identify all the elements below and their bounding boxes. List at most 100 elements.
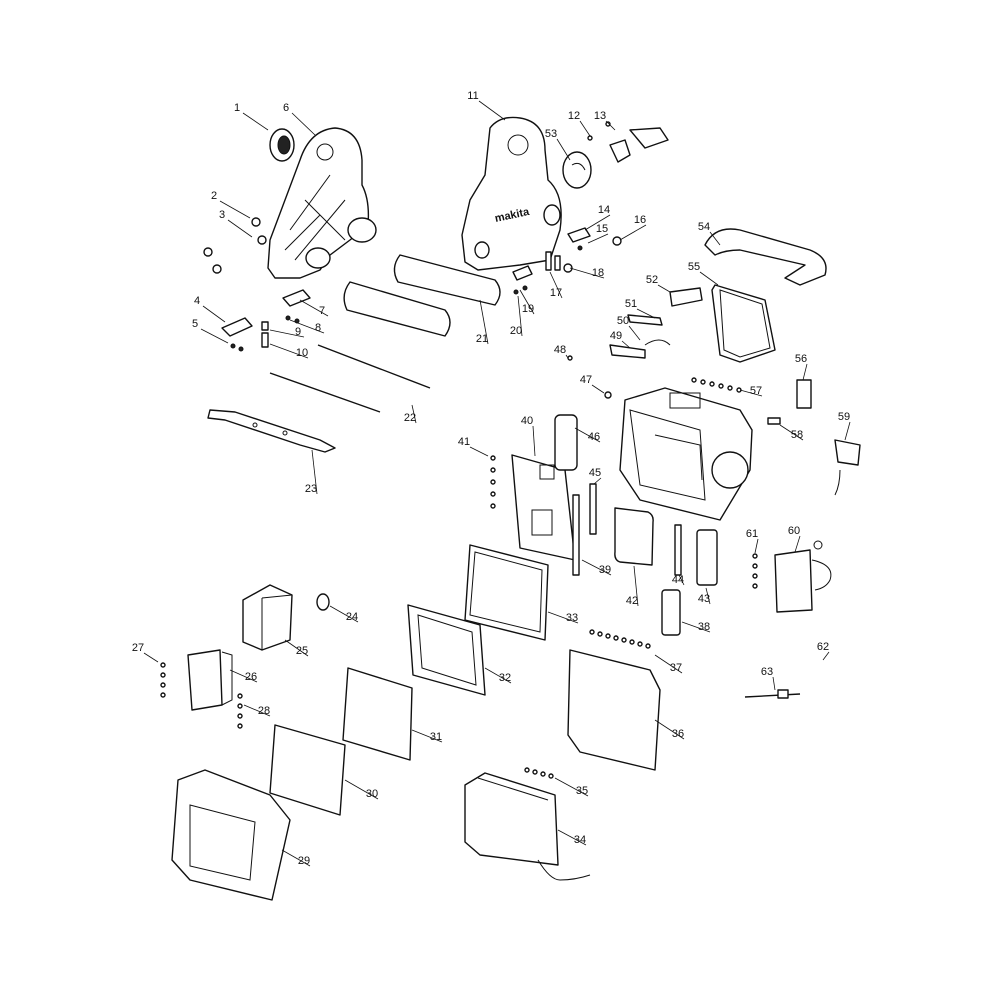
- callout-41: 41: [458, 436, 470, 448]
- callout-7: 7: [319, 305, 325, 317]
- leader-line-13: [605, 120, 616, 131]
- right-side-housing: makita: [461, 116, 562, 271]
- top-screws: [691, 377, 742, 393]
- leader-line-3: [227, 219, 253, 238]
- callout-56: 56: [795, 353, 807, 365]
- callout-38: 38: [698, 621, 710, 633]
- callout-8: 8: [315, 322, 321, 334]
- panel-sheet: [342, 667, 413, 761]
- leader-line-18: [569, 267, 605, 279]
- callout-61: 61: [746, 528, 758, 540]
- knob-right: [562, 151, 592, 189]
- heatsink-screws: [524, 767, 554, 779]
- base-plate: [207, 409, 336, 453]
- front-bezel: [171, 769, 291, 901]
- leader-line-19: [519, 289, 535, 315]
- callout-19: 19: [522, 303, 534, 315]
- leader-line-26: [229, 669, 258, 683]
- callout-55: 55: [688, 261, 700, 273]
- leader-line-6: [291, 112, 316, 136]
- support-tubes: [343, 254, 501, 337]
- battery-block: [242, 584, 293, 651]
- callout-17: 17: [550, 287, 562, 299]
- callout-3: 3: [219, 209, 225, 221]
- callout-53: 53: [545, 128, 557, 140]
- callout-1: 1: [234, 102, 240, 114]
- callout-49: 49: [610, 330, 622, 342]
- leader-line-24: [329, 605, 359, 623]
- main-frame: [619, 387, 753, 521]
- callout-52: 52: [646, 274, 658, 286]
- callout-32: 32: [499, 672, 511, 684]
- callout-47: 47: [580, 374, 592, 386]
- callout-58: 58: [791, 429, 803, 441]
- callout-39: 39: [599, 564, 611, 576]
- leader-line-46: [574, 427, 601, 443]
- callout-13: 13: [594, 110, 606, 122]
- board-screws: [752, 553, 758, 589]
- fuse-wire: [744, 689, 801, 699]
- leader-line-59: [844, 421, 851, 441]
- tie-rods: [269, 344, 431, 413]
- callout-12: 12: [568, 110, 580, 122]
- callout-40: 40: [521, 415, 533, 427]
- right-hardware: [512, 227, 622, 295]
- callout-29: 29: [298, 855, 310, 867]
- leader-line-37: [654, 654, 683, 674]
- callout-33: 33: [566, 612, 578, 624]
- left-brackets: [221, 289, 311, 352]
- leader-line-53: [556, 138, 571, 161]
- leader-line-45: [593, 477, 602, 485]
- leader-line-30: [344, 779, 379, 800]
- callout-42: 42: [626, 595, 638, 607]
- front-panel-glass: [464, 544, 549, 641]
- leader-line-34: [557, 829, 587, 846]
- leader-line-5: [200, 328, 229, 344]
- callout-50: 50: [617, 315, 629, 327]
- leader-line-22: [411, 404, 417, 424]
- leader-line-51: [636, 308, 656, 319]
- panel-cover: [269, 724, 346, 816]
- leader-line-25: [284, 639, 309, 657]
- callout-57: 57: [750, 385, 762, 397]
- leader-line-4: [202, 305, 226, 323]
- back-panel: [567, 649, 661, 771]
- side-circuit-board: [774, 540, 832, 613]
- callout-18: 18: [592, 267, 604, 279]
- leader-line-35: [554, 777, 589, 797]
- left-side-housing: [267, 127, 377, 279]
- callout-28: 28: [258, 705, 270, 717]
- callout-37: 37: [670, 662, 682, 674]
- heatsink-board: [464, 772, 591, 881]
- frame-screw: [767, 417, 781, 425]
- leader-line-14: [584, 214, 611, 231]
- leader-line-49: [621, 340, 631, 349]
- mid-screws: [237, 693, 243, 729]
- leader-line-60: [794, 535, 801, 553]
- callout-9: 9: [295, 326, 301, 338]
- top-clips: [587, 121, 669, 163]
- leader-line-20: [517, 295, 523, 337]
- pads-and-seals: [554, 414, 718, 636]
- leader-line-36: [654, 719, 685, 740]
- callout-54: 54: [698, 221, 710, 233]
- small-tag: [796, 379, 812, 409]
- leader-line-15: [587, 233, 609, 244]
- speaker-connector: [834, 439, 861, 496]
- callout-31: 31: [430, 731, 442, 743]
- leader-line-23: [311, 449, 318, 495]
- left-screws: [160, 662, 166, 698]
- leader-line-55: [699, 271, 719, 286]
- callout-43: 43: [698, 593, 710, 605]
- leader-line-10: [269, 343, 309, 359]
- callout-10: 10: [296, 347, 308, 359]
- callout-44: 44: [672, 574, 684, 586]
- leader-line-58: [779, 424, 804, 441]
- leader-line-43: [705, 587, 711, 605]
- small-grommet: [316, 593, 330, 611]
- leader-line-11: [478, 100, 506, 121]
- leader-line-33: [547, 611, 579, 624]
- control-bracket: [511, 454, 576, 561]
- callout-27: 27: [132, 642, 144, 654]
